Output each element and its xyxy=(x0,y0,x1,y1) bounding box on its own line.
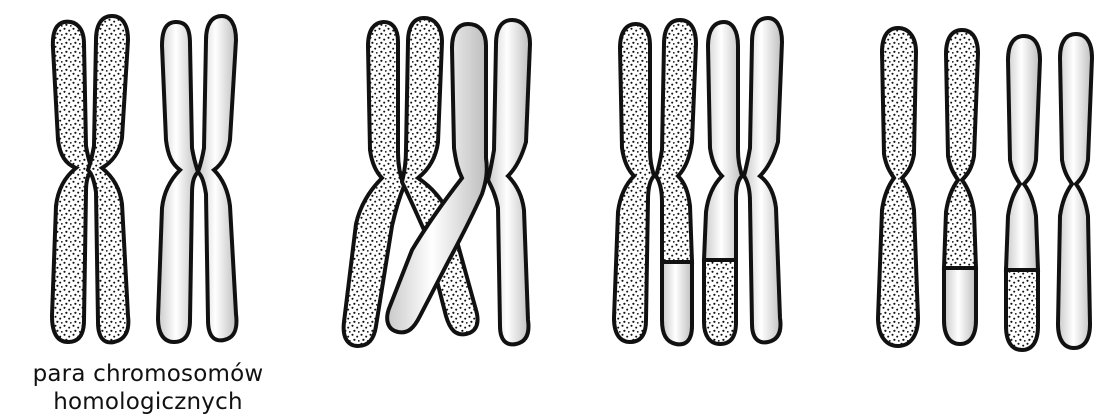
chromatid-recombinant-2 xyxy=(1006,36,1040,350)
chromatid xyxy=(488,20,530,344)
chromatid-top xyxy=(704,22,742,260)
chromatid xyxy=(198,16,237,340)
chromatid xyxy=(52,22,92,342)
stage-homologous-pair xyxy=(52,16,237,342)
caption-line-2: homologicznych xyxy=(0,388,296,416)
chromatid-plain xyxy=(1058,34,1092,348)
chromatid xyxy=(88,16,128,342)
exchanged-segment xyxy=(1006,270,1038,350)
speckled-chromosome xyxy=(614,20,696,344)
chromatid-recombinant-1 xyxy=(944,30,978,344)
chromatid-speckled xyxy=(878,28,918,346)
chromatid xyxy=(744,18,782,342)
chromatid xyxy=(158,22,198,342)
stage-recombinant-chromatids xyxy=(878,28,1092,350)
exchanged-segment xyxy=(662,262,692,344)
exchanged-segment xyxy=(944,268,976,344)
chromatid-top xyxy=(656,20,696,262)
exchanged-segment xyxy=(704,260,736,344)
chromatid xyxy=(614,24,654,342)
homologous-pair-caption: para chromosomów homologicznych xyxy=(0,360,296,416)
stage-crossing-over xyxy=(344,18,530,346)
plain-chromosome xyxy=(704,18,782,344)
plain-chromosome xyxy=(158,16,237,342)
caption-line-1: para chromosomów xyxy=(0,360,296,388)
stage-exchanged-segments xyxy=(614,18,782,344)
speckled-chromosome xyxy=(52,16,128,342)
chromatid-top xyxy=(1006,36,1040,270)
chromatid-top xyxy=(944,30,978,268)
